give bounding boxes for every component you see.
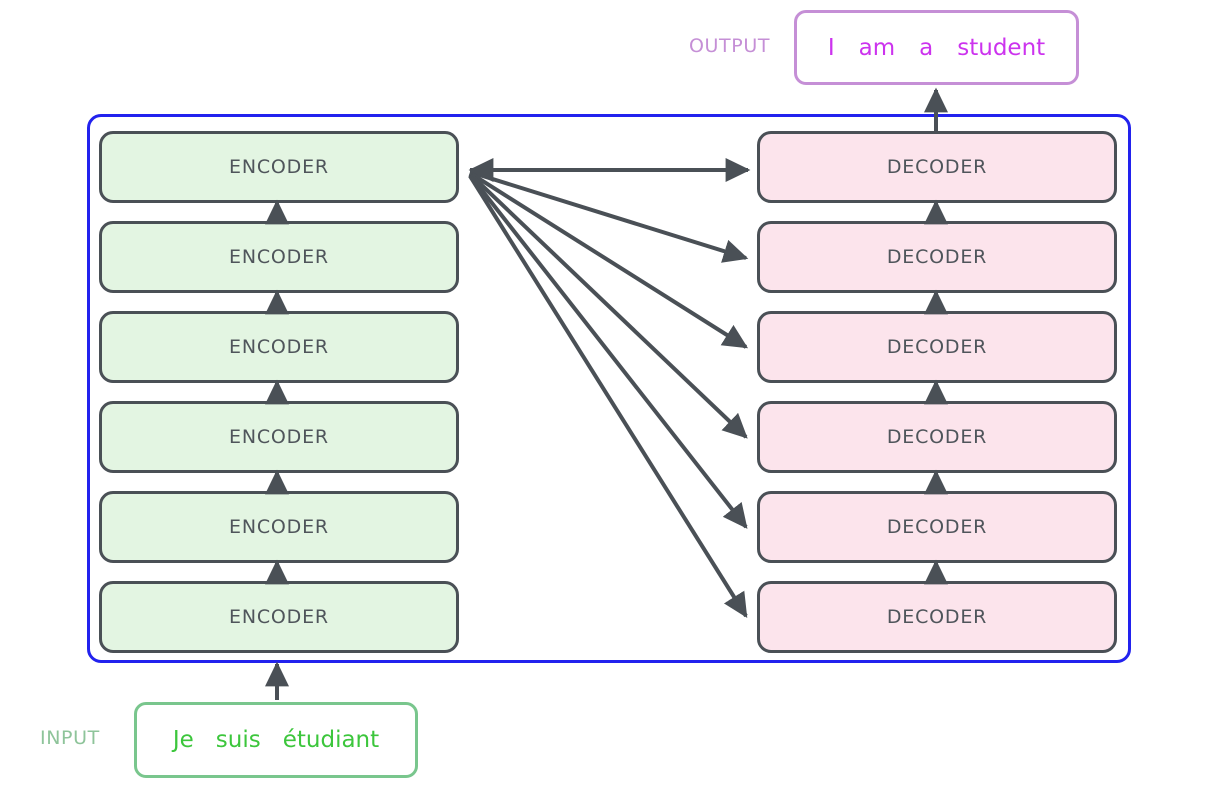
- decoder-layer-4[interactable]: DECODER: [757, 401, 1117, 473]
- encoder-layer-5[interactable]: ENCODER: [99, 491, 459, 563]
- encoder-layer-label: ENCODER: [229, 336, 329, 358]
- encoder-layer-label: ENCODER: [229, 246, 329, 268]
- output-token: I: [827, 34, 835, 61]
- input-label: INPUT: [40, 727, 100, 749]
- input-token: étudiant: [282, 727, 380, 753]
- decoder-layer-label: DECODER: [886, 516, 988, 538]
- decoder-layer-label: DECODER: [886, 606, 988, 628]
- encoder-layer-6[interactable]: ENCODER: [99, 581, 459, 653]
- encoder-stack: ENCODER ENCODER ENCODER ENCODER ENCODER …: [99, 131, 459, 653]
- decoder-layer-2[interactable]: DECODER: [757, 221, 1117, 293]
- decoder-layer-label: DECODER: [886, 426, 988, 448]
- encoder-layer-3[interactable]: ENCODER: [99, 311, 459, 383]
- output-tokens: I am a student: [828, 35, 1045, 61]
- encoder-layer-label: ENCODER: [229, 606, 329, 628]
- output-token: am: [858, 34, 896, 61]
- decoder-stack: DECODER DECODER DECODER DECODER DECODER …: [757, 131, 1117, 653]
- decoder-layer-3[interactable]: DECODER: [757, 311, 1117, 383]
- decoder-layer-label: DECODER: [886, 246, 988, 268]
- input-token: Je: [172, 727, 194, 753]
- encoder-layer-2[interactable]: ENCODER: [99, 221, 459, 293]
- input-box: Je suis étudiant: [134, 702, 418, 778]
- decoder-layer-label: DECODER: [886, 156, 988, 178]
- output-token: a: [919, 34, 934, 61]
- encoder-layer-label: ENCODER: [229, 516, 329, 538]
- output-box: I am a student: [794, 10, 1079, 85]
- output-token: student: [957, 34, 1046, 61]
- decoder-layer-5[interactable]: DECODER: [757, 491, 1117, 563]
- encoder-layer-label: ENCODER: [229, 156, 329, 178]
- encoder-decoder-container: [87, 114, 1131, 663]
- decoder-layer-label: DECODER: [886, 336, 988, 358]
- input-tokens: Je suis étudiant: [173, 727, 379, 753]
- input-token: suis: [215, 727, 261, 753]
- output-label: OUTPUT: [689, 35, 771, 57]
- encoder-layer-1[interactable]: ENCODER: [99, 131, 459, 203]
- encoder-layer-label: ENCODER: [229, 426, 329, 448]
- encoder-layer-4[interactable]: ENCODER: [99, 401, 459, 473]
- decoder-layer-1[interactable]: DECODER: [757, 131, 1117, 203]
- decoder-layer-6[interactable]: DECODER: [757, 581, 1117, 653]
